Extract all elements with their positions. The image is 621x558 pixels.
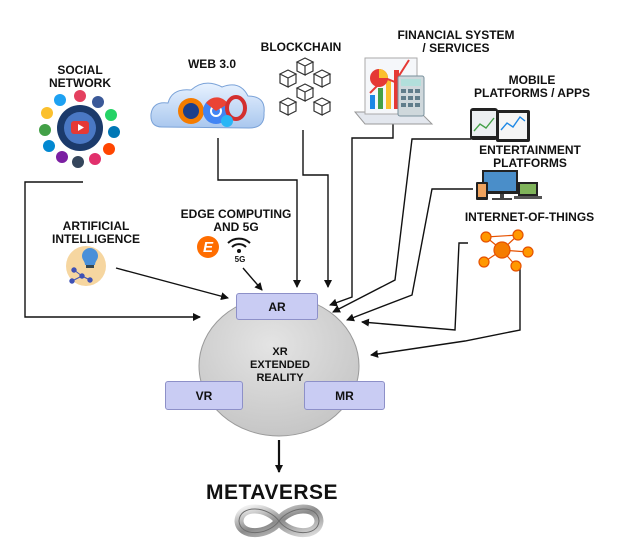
vr-box: VR	[165, 381, 243, 410]
arrow-blockchain	[302, 130, 332, 288]
arrow-iot-sphere	[370, 268, 521, 358]
arrow-financial	[329, 121, 394, 307]
web3-label: WEB 3.0	[187, 57, 236, 71]
social-network-label: SOCIAL NETWORK	[49, 63, 111, 90]
arrow-edge-5g	[242, 267, 263, 291]
web-browsers-cloud-icon	[150, 82, 265, 129]
arrow-entertainment	[346, 188, 473, 322]
entertainment-label: ENTERTAINMENT PLATFORMS	[479, 143, 581, 170]
arrow-mobile	[332, 138, 471, 313]
5g-signal-icon	[227, 237, 251, 253]
arrow-ai	[115, 267, 229, 301]
vr-label: VR	[195, 388, 213, 403]
blockchain-label: BLOCKCHAIN	[260, 40, 342, 54]
iot-network-icon	[478, 229, 534, 272]
xr-center-label: XR EXTENDED REALITY	[250, 346, 310, 384]
social-network-icon	[39, 90, 120, 168]
blockchain-cubes-icon	[278, 57, 332, 116]
edge-computing-label: EDGE COMPUTING AND 5G	[180, 207, 292, 234]
ar-box: AR	[236, 293, 318, 320]
mobile-devices-icon	[470, 108, 530, 142]
mr-label: MR	[335, 388, 354, 403]
arrow-web3	[217, 138, 301, 288]
ai-lightbulb-icon	[66, 246, 106, 286]
ai-label: ARTIFICIAL INTELLIGENCE	[51, 219, 140, 246]
metaverse-title: METAVERSE	[206, 481, 339, 504]
financial-label: FINANCIAL SYSTEM / SERVICES	[397, 28, 515, 55]
connector-arrows	[24, 121, 521, 473]
mr-box: MR	[304, 381, 385, 410]
5g-label: 5G	[234, 255, 246, 264]
edge-computing-logo: E	[197, 236, 219, 258]
mobile-label: MOBILE PLATFORMS / APPS	[473, 73, 590, 100]
arrow-social-network	[24, 181, 201, 321]
svg-text:E: E	[203, 239, 214, 256]
ar-label: AR	[268, 299, 286, 314]
arrow-iot	[361, 242, 468, 331]
iot-label: INTERNET-OF-THINGS	[464, 210, 595, 224]
financial-chart-calculator-icon	[353, 57, 434, 125]
entertainment-devices-icon	[476, 170, 542, 200]
infinity-icon	[234, 504, 324, 538]
